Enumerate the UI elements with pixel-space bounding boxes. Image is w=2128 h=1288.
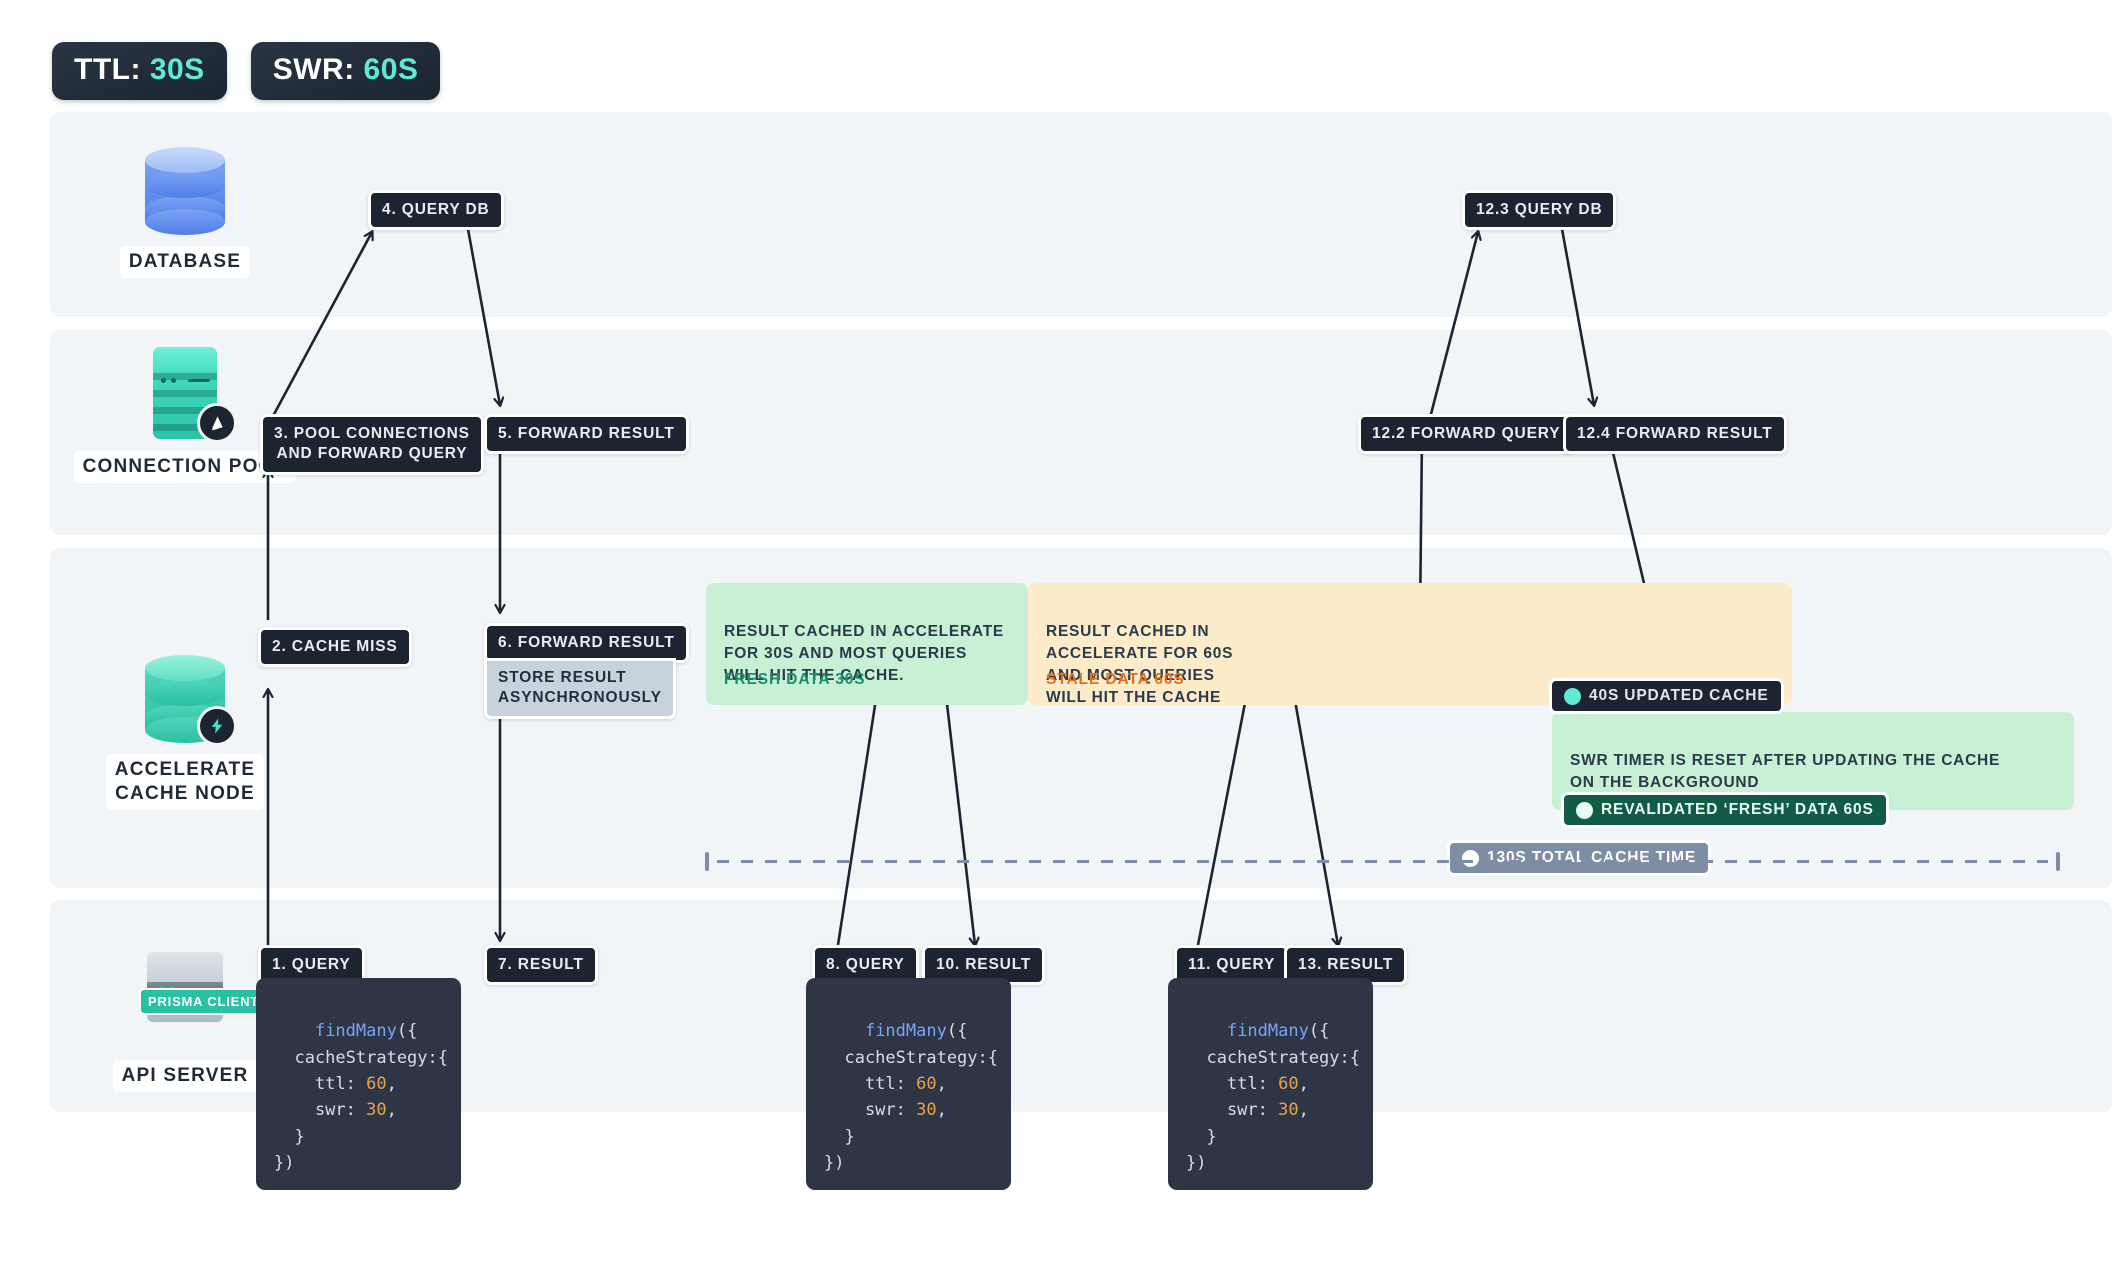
accelerate-cache-caption: ACCELERATE CACHE NODE — [105, 754, 265, 810]
cache-timeline — [705, 852, 2060, 871]
code-ttl-key: ttl: — [824, 1074, 917, 1095]
code-ttl-key: ttl: — [1186, 1074, 1279, 1095]
code-close: }) — [274, 1153, 295, 1174]
swr-value: 60S — [363, 53, 419, 86]
code-swr-value: 30 — [366, 1100, 387, 1121]
code-ttl-value: 60 — [916, 1074, 937, 1095]
fresh-data-tag: FRESH DATA 30S — [724, 671, 866, 688]
code-close-inner: } — [274, 1126, 305, 1147]
updated-cache-timer: 40S UPDATED CACHE — [1549, 678, 1784, 714]
code-close-inner: } — [824, 1126, 855, 1147]
swr-label: SWR: — [272, 53, 355, 86]
fresh-data-card: RESULT CACHED IN ACCELERATE FOR 30S AND … — [706, 583, 1028, 705]
code-swr-value: 30 — [1278, 1100, 1299, 1121]
config-pill-row: TTL: 30S SWR: 60S — [52, 42, 441, 100]
code-open: ({ — [1308, 1021, 1330, 1042]
clock-icon — [1462, 849, 1479, 867]
lane-database — [50, 112, 2112, 317]
swr-pill: SWR: 60S — [250, 42, 441, 100]
code-swr-value: 30 — [916, 1100, 937, 1121]
step-5-forward-result: 5. FORWARD RESULT — [484, 414, 689, 455]
code-block-3: findMany({ cacheStrategy:{ ttl: 60, swr:… — [1168, 978, 1373, 1191]
code-swr-key: swr: — [1186, 1100, 1279, 1121]
api-server-icon: PRISMA CLIENT — [137, 940, 269, 1036]
prisma-client-tag: PRISMA CLIENT — [139, 988, 269, 1015]
code-open: ({ — [396, 1021, 418, 1042]
step-12-4-forward-result: 12.4 FORWARD RESULT — [1563, 414, 1787, 455]
revalidated-data-timer: REVALIDATED ‘FRESH’ DATA 60S — [1561, 792, 1889, 828]
store-result-asynchronously-note: STORE RESULT ASYNCHRONOUSLY — [484, 658, 676, 719]
code-block-1: findMany({ cacheStrategy:{ ttl: 60, swr:… — [256, 978, 461, 1191]
code-block-2: findMany({ cacheStrategy:{ ttl: 60, swr:… — [806, 978, 1011, 1191]
ttl-pill: TTL: 30S — [52, 42, 227, 100]
revalidated-data-timer-label: REVALIDATED ‘FRESH’ DATA 60S — [1601, 801, 1874, 818]
node-api-server: PRISMA CLIENT API SERVER — [105, 940, 269, 1092]
step-4-query-db: 4. QUERY DB — [368, 190, 504, 231]
stale-data-tag: STALE DATA 60S — [1046, 671, 1185, 688]
node-connection-pool: CONNECTION POOL — [60, 345, 310, 483]
code-fn-name: findMany — [864, 1021, 947, 1042]
ttl-label: TTL: — [74, 53, 141, 86]
lightning-bolt-icon — [197, 706, 237, 746]
code-close: }) — [1186, 1153, 1207, 1174]
step-3-pool-connections: 3. POOL CONNECTIONS AND FORWARD QUERY — [260, 414, 484, 475]
step-12-3-query-db: 12.3 QUERY DB — [1462, 190, 1617, 231]
code-open: ({ — [946, 1021, 968, 1042]
stale-data-card: RESULT CACHED IN ACCELERATE FOR 60S AND … — [1028, 583, 1792, 706]
prisma-logo-icon — [197, 403, 237, 443]
stale-data-body: RESULT CACHED IN ACCELERATE FOR 60S AND … — [1046, 623, 1234, 706]
database-caption: DATABASE — [119, 246, 251, 278]
connection-pool-caption: CONNECTION POOL — [73, 451, 297, 483]
clock-icon — [1564, 687, 1581, 705]
code-close-inner: } — [1186, 1126, 1217, 1147]
step-12-2-forward-query: 12.2 FORWARD QUERY — [1358, 414, 1575, 455]
code-ttl-value: 60 — [1278, 1074, 1299, 1095]
code-ttl-key: ttl: — [274, 1074, 367, 1095]
fresh-data-body: RESULT CACHED IN ACCELERATE FOR 30S AND … — [724, 623, 1005, 684]
code-strategy: cacheStrategy:{ — [274, 1047, 448, 1068]
total-cache-time-label: 130S TOTAL CACHE TIME — [1487, 849, 1697, 866]
code-close: }) — [824, 1153, 845, 1174]
clock-icon — [1576, 801, 1593, 819]
api-server-caption: API SERVER — [112, 1060, 258, 1092]
node-database: DATABASE — [100, 140, 270, 278]
total-cache-time-timer: 130S TOTAL CACHE TIME — [1447, 840, 1712, 876]
step-6-forward-result: 6. FORWARD RESULT — [484, 623, 689, 664]
code-swr-key: swr: — [824, 1100, 917, 1121]
code-swr-key: swr: — [274, 1100, 367, 1121]
updated-cache-timer-label: 40S UPDATED CACHE — [1589, 687, 1769, 704]
code-fn-name: findMany — [314, 1021, 397, 1042]
accelerate-cache-icon — [137, 648, 237, 746]
code-fn-name: findMany — [1226, 1021, 1309, 1042]
code-ttl-value: 60 — [366, 1074, 387, 1095]
swr-reset-body: SWR TIMER IS RESET AFTER UPDATING THE CA… — [1570, 752, 2001, 791]
database-icon — [137, 140, 233, 236]
connection-pool-icon — [137, 345, 237, 443]
node-accelerate-cache: ACCELERATE CACHE NODE — [75, 648, 295, 810]
code-strategy: cacheStrategy:{ — [824, 1047, 998, 1068]
code-strategy: cacheStrategy:{ — [1186, 1047, 1360, 1068]
step-7-result: 7. RESULT — [484, 945, 598, 986]
step-2-cache-miss: 2. CACHE MISS — [258, 627, 412, 668]
ttl-value: 30S — [149, 53, 205, 86]
